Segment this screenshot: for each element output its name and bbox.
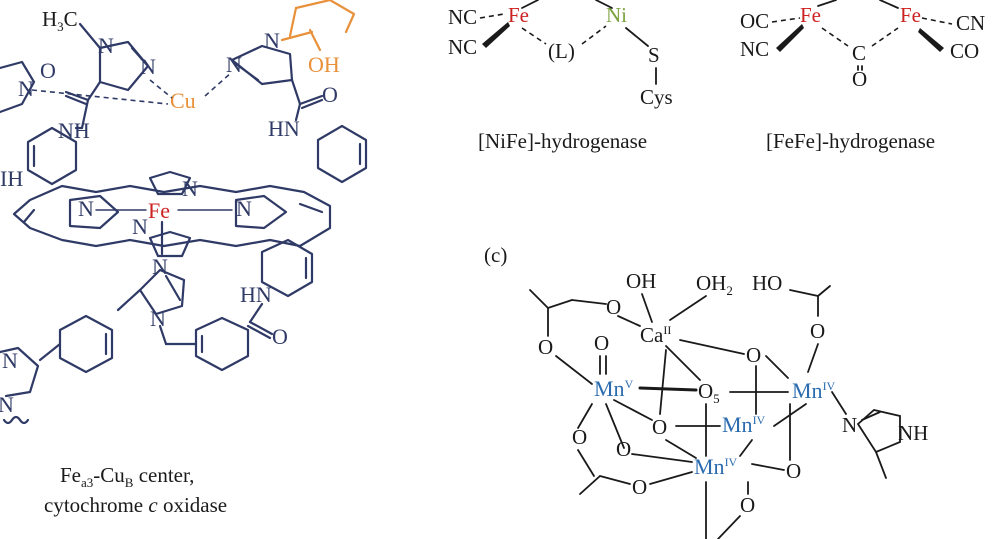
oxygen-acetate-lower: O	[632, 475, 647, 499]
panel-b-fefe: OC NC Fe C O Fe CN CO [FeFe]-hydrogenase	[740, 0, 985, 153]
oxygen-acetate-left: O	[538, 335, 553, 359]
nc-label-1: NC	[448, 5, 477, 29]
nc-label-2: NC	[448, 35, 477, 59]
n-imidazole-3: N	[226, 52, 242, 77]
hydroxyl-orange: OH	[308, 52, 340, 77]
n-triazole-2: N	[0, 392, 14, 417]
water-top: OH2	[696, 271, 733, 298]
hydroxyl-acetate: HO	[752, 271, 782, 295]
oxygen-center-top: O	[746, 343, 761, 367]
nh-amide-right: HN	[268, 116, 300, 141]
oxygen-left: O	[40, 58, 56, 83]
nh-left-edge: IH	[0, 166, 23, 191]
n-histidine: N	[842, 413, 857, 437]
n-imidazole-1: N	[140, 54, 156, 79]
n-porphyrin-4: N	[132, 214, 148, 239]
manganese-iv-center: MnIV	[722, 412, 766, 437]
copper-atom: Cu	[170, 88, 196, 113]
oxo-label: O	[594, 331, 609, 355]
n-porphyrin-3: N	[236, 196, 252, 221]
oxygen-lower-left: O	[572, 425, 587, 449]
calcium-atom: CaII	[640, 323, 671, 347]
caption-nife-hydrogenase: [NiFe]-hydrogenase	[478, 129, 647, 153]
oxygen-acetate-right: O	[810, 319, 825, 343]
oxygen-bottom: O	[740, 493, 755, 517]
oxygen-right: O	[322, 82, 338, 107]
n-imidazole-6: N	[150, 306, 166, 331]
oxygen-o5: O5	[698, 379, 720, 406]
hn-amide-lower: HN	[240, 282, 272, 307]
oxygen-center-left: O	[652, 415, 667, 439]
caption-feaa-cub-line1: Fea3-CuB center,	[60, 463, 194, 490]
bridging-carbon: C	[852, 41, 866, 65]
panel-a-structure: H3C N N O NH N Cu N N OH	[0, 0, 368, 517]
nh-histidine: NH	[898, 421, 928, 445]
panel-b-nife: NC NC Fe Ni (L) S Cys [NiFe]-hydrogenase	[448, 0, 673, 153]
n-imidazole-4: N	[264, 28, 280, 53]
manganese-v: MnV	[594, 376, 634, 401]
iron-nife: Fe	[508, 3, 529, 27]
n-imidazole-2: N	[98, 33, 114, 58]
manganese-iv-bottom: MnIV	[694, 454, 738, 479]
nc-label-fefe: NC	[740, 37, 769, 61]
caption-fefe-hydrogenase: [FeFe]-hydrogenase	[766, 129, 935, 153]
co-label: CO	[950, 39, 979, 63]
iron-fefe-2: Fe	[900, 3, 921, 27]
cysteine-label: Cys	[640, 85, 673, 109]
nickel-atom: Ni	[606, 3, 627, 27]
cn-label: CN	[956, 11, 985, 35]
n-porphyrin-1: N	[78, 196, 94, 221]
panel-c-oec: (c) OH OH2 HO O O CaII O O MnV O5 O	[484, 243, 928, 539]
ligand-l: (L)	[548, 39, 575, 63]
oc-label: OC	[740, 9, 769, 33]
n-imidazole-5: N	[152, 254, 168, 279]
oxygen-lower: O	[272, 324, 288, 349]
bridging-oxygen: O	[852, 67, 867, 91]
n-pyridine-left: N	[18, 76, 34, 101]
iron-fefe-1: Fe	[800, 3, 821, 27]
manganese-iv-right: MnIV	[792, 378, 836, 403]
hydroxyl-top: OH	[626, 269, 656, 293]
oxygen-acetate-ca: O	[606, 295, 621, 319]
methyl-label: H3C	[42, 7, 78, 34]
n-porphyrin-2: N	[182, 176, 198, 201]
nh-amide-left: NH	[58, 118, 90, 143]
sulfur-atom: S	[648, 43, 660, 67]
oxygen-mid-left: O	[616, 437, 631, 461]
caption-cytochrome-line2: cytochrome c oxidase	[44, 493, 227, 517]
panel-c-label: (c)	[484, 243, 507, 267]
oxygen-lower-right: O	[786, 459, 801, 483]
n-triazole-1: N	[2, 348, 18, 373]
iron-porphyrin: Fe	[148, 198, 170, 223]
